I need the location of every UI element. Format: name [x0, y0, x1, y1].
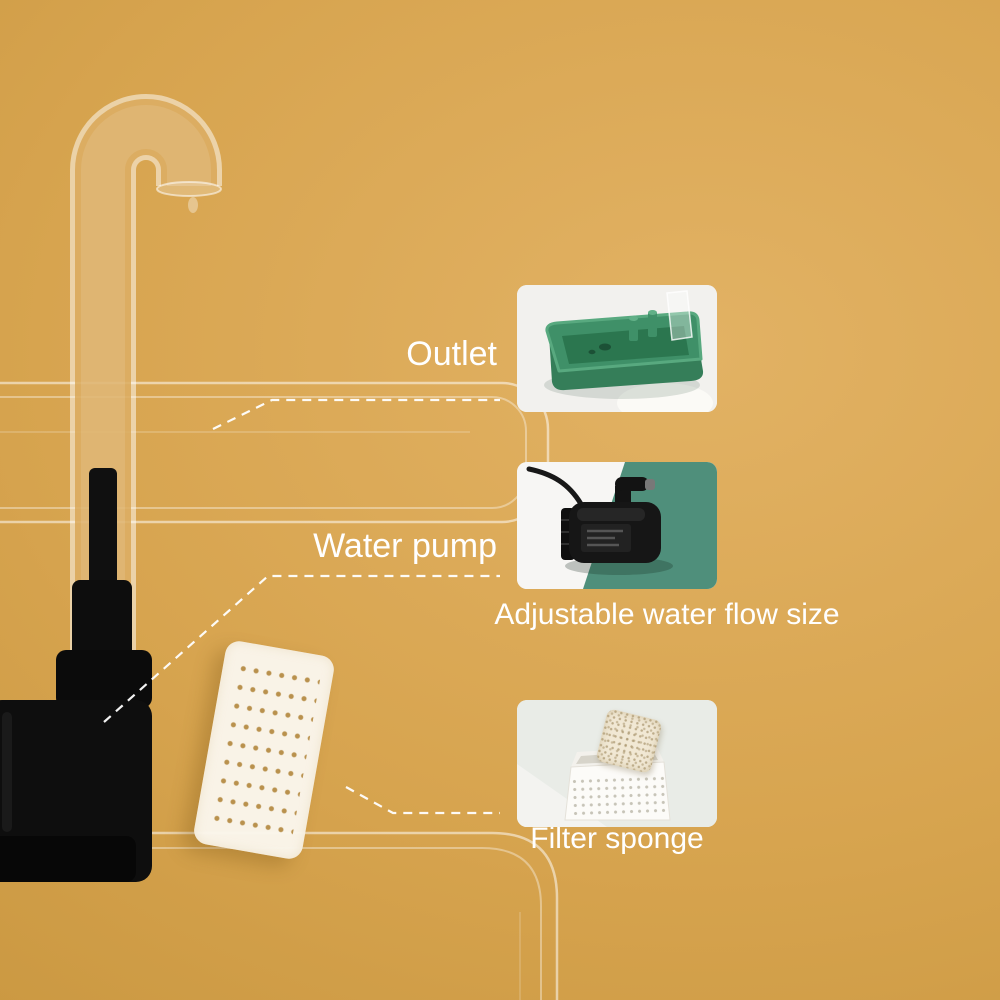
label-outlet: Outlet: [406, 335, 497, 373]
pump-cable: [526, 466, 584, 507]
outlet-tray-photo: [517, 285, 717, 412]
outlet-photo-inset: [517, 285, 717, 412]
pump-illustration: [0, 468, 152, 882]
tray-holes: [588, 343, 611, 355]
tray-posts: [629, 310, 657, 341]
water-pump-photo: [517, 462, 717, 589]
lower-tank-outline: [0, 831, 559, 1000]
filter-plate-holes: [206, 654, 322, 846]
faucet-tube: [70, 94, 222, 652]
white-part-blob: [617, 383, 713, 412]
clear-plate: [666, 290, 693, 341]
callout-lines: [103, 398, 500, 815]
faucet-spout-opening: [156, 181, 222, 197]
water-drip: [188, 197, 198, 213]
green-tray: [545, 311, 704, 391]
filter-callout-line: [345, 786, 500, 815]
pump-photo-inset: [517, 462, 717, 589]
filter-box-perforations: [570, 774, 666, 818]
upper-tank-outline: [0, 381, 550, 524]
filter-photo-inset: [517, 700, 717, 827]
pump-body: [561, 477, 661, 563]
outlet-callout-line: [212, 398, 500, 430]
label-adjustable-water-flow: Adjustable water flow size: [494, 598, 840, 631]
pump-callout-line: [103, 574, 500, 723]
label-water-pump: Water pump: [313, 527, 497, 565]
label-filter-sponge: Filter sponge: [530, 822, 704, 855]
